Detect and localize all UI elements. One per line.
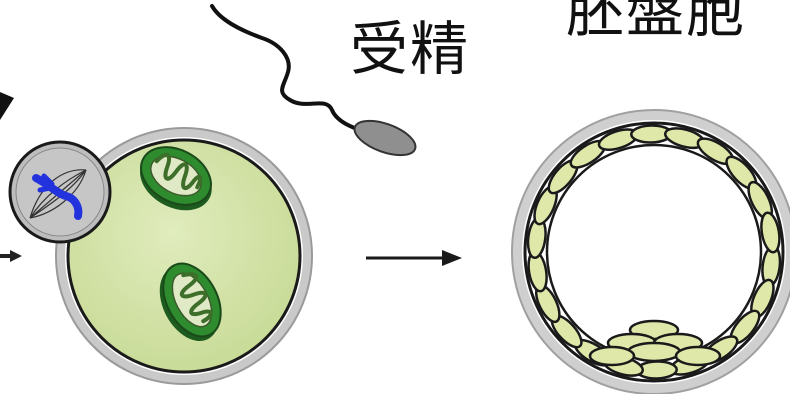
- polar-body: [10, 142, 110, 242]
- blastocyst: [512, 110, 790, 394]
- arrow-left-edge-head: [10, 250, 22, 262]
- arrow-right-icon: [366, 250, 462, 266]
- arrowhead-left-edge: [0, 92, 14, 120]
- sperm-icon: [212, 6, 420, 162]
